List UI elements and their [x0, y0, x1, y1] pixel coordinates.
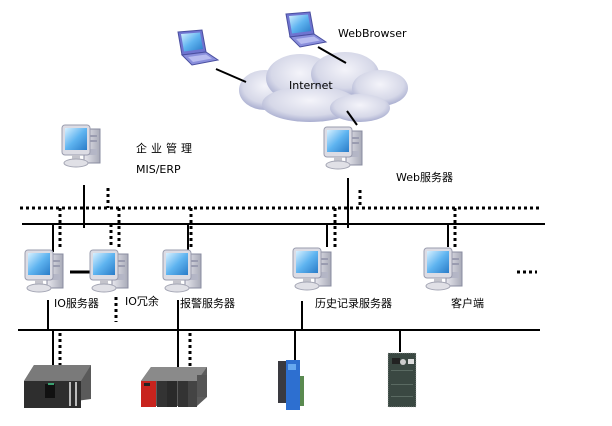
enterprise-label: 企业管理 [136, 142, 196, 155]
io-module-blue-icon [278, 360, 304, 410]
io-server-label: IO服务器 [54, 297, 99, 310]
internet-links [215, 46, 358, 126]
alarm-server-pc-icon [162, 249, 202, 293]
client-pc-icon [423, 247, 463, 291]
web-server-label: Web服务器 [396, 171, 453, 184]
inverter-icon [387, 352, 417, 408]
history-server-label: 历史记录服务器 [315, 297, 392, 310]
plc-red-icon [141, 367, 207, 407]
io-redundant-pc-icon [89, 249, 129, 293]
client-label: 客户端 [451, 297, 484, 310]
io-redundant-label: IO冗余 [125, 295, 159, 308]
webbrowser-label: WebBrowser [338, 27, 407, 40]
internet-cloud [239, 52, 408, 122]
enterprise-mis-erp-label: MIS/ERP [136, 163, 181, 176]
laptop-left-icon [177, 29, 219, 66]
plc-dark-icon [24, 365, 91, 408]
web-server-pc-icon [323, 126, 363, 170]
io-server-pc-icon [24, 249, 64, 293]
internet-label: Internet [289, 79, 333, 92]
alarm-server-label: 报警服务器 [180, 297, 235, 310]
history-server-pc-icon [292, 247, 332, 291]
laptop-right-icon [285, 11, 327, 48]
network-lines [18, 178, 545, 368]
enterprise-pc-icon [61, 124, 101, 168]
